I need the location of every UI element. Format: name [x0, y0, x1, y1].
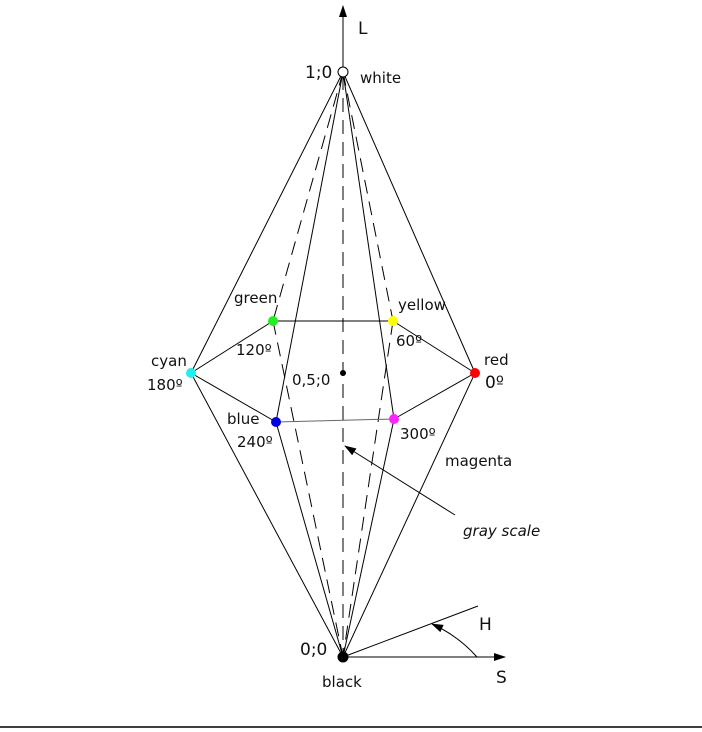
black-point: [337, 651, 349, 663]
hex-edge: [190, 320, 274, 374]
red-angle: 0º: [485, 373, 504, 393]
green-angle: 120º: [236, 341, 272, 359]
h-label: H: [479, 615, 492, 635]
edge: [342, 71, 395, 420]
hex-edge: [392, 320, 476, 374]
edge: [190, 71, 344, 374]
red-label: red: [484, 351, 509, 369]
hidden-edge: [272, 320, 344, 658]
hidden-edge: [272, 71, 344, 322]
yellow-label: yellow: [398, 296, 446, 314]
hex-edge: [275, 418, 395, 423]
white-coord: 1;0: [305, 63, 332, 83]
edge: [190, 372, 344, 658]
hidden-edge: [342, 71, 394, 322]
hidden-edge: [342, 320, 394, 658]
h-reference-line: [342, 605, 479, 658]
edge: [342, 71, 476, 374]
white-label: white: [360, 69, 401, 87]
white-point: [337, 66, 349, 78]
green-point: [268, 316, 278, 326]
edge: [342, 418, 395, 658]
blue-angle: 240º: [237, 433, 273, 451]
blue-label: blue: [227, 410, 259, 428]
yellow-point: [388, 316, 398, 326]
gray-scale-arrow: [344, 445, 456, 516]
magenta-point: [389, 414, 399, 424]
edge: [342, 372, 476, 658]
yellow-angle: 60º: [396, 332, 422, 350]
green-label: green: [234, 289, 277, 307]
magenta-label: magenta: [445, 452, 512, 470]
s-label: S: [496, 668, 507, 688]
cyan-point: [186, 368, 196, 378]
hex-edge: [190, 372, 277, 423]
cyan-angle: 180º: [147, 376, 183, 394]
magenta-angle: 300º: [400, 425, 436, 443]
blue-point: [271, 417, 281, 427]
black-coord: 0;0: [300, 640, 327, 660]
l-axis-label: L: [358, 19, 368, 39]
h-arc: [431, 623, 478, 658]
hex-edge: [393, 372, 476, 420]
gray-scale-label: gray scale: [463, 522, 540, 540]
edge: [275, 421, 344, 658]
edge: [275, 71, 344, 423]
black-label: black: [322, 673, 362, 691]
center-coord: 0,5;0: [292, 371, 330, 389]
center-point: [340, 370, 346, 376]
cyan-label: cyan: [151, 352, 187, 370]
red-point: [470, 368, 480, 378]
